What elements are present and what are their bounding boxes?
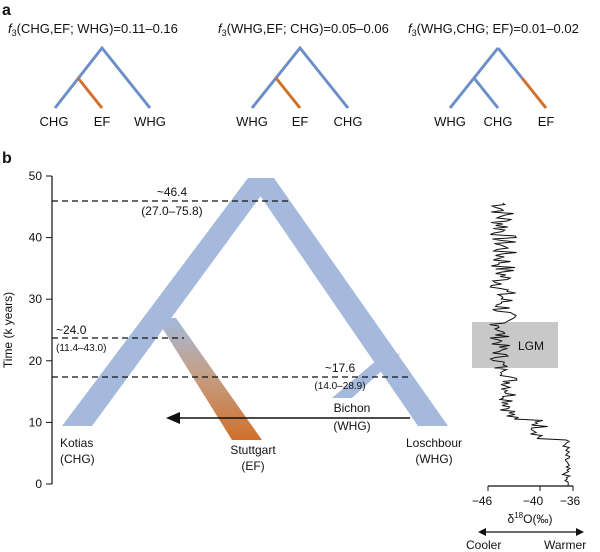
- panel-a-label: a: [2, 2, 11, 19]
- pop-kotias-name: Kotias: [60, 436, 93, 450]
- pop-loschbour-name: Loschbour: [406, 436, 462, 450]
- x-tick-label-3: −36: [560, 494, 581, 508]
- split-ci-24: (11.4–43.0): [56, 343, 106, 354]
- tree-2-outer-branch: [250, 45, 350, 109]
- y-tick-label-50: 50: [29, 169, 43, 183]
- branch-stuttgart: [156, 318, 262, 440]
- y-tick-label-10: 10: [29, 415, 43, 429]
- branch-loschbour: [248, 178, 448, 426]
- split-label-17: ~17.6: [325, 361, 356, 375]
- pop-bichon-name: Bichon: [334, 401, 371, 415]
- tree-1-title: f3(CHG,EF; WHG)=0.11–0.16: [8, 21, 178, 38]
- branch-kotias: [62, 178, 274, 426]
- tree-3-leaf-3: EF: [538, 114, 555, 129]
- climate-panel: LGM −46 −40 −36 δ18O(‰) Cooler Warmer: [466, 202, 586, 552]
- x-tick-label-2: −40: [523, 494, 544, 508]
- warmer-arrow-icon: [576, 528, 584, 536]
- pop-stuttgart-group: (EF): [241, 459, 264, 473]
- x-tick-label-1: −46: [472, 494, 493, 508]
- y-axis-title: Time (k years): [1, 292, 15, 368]
- tree-1-leaf-2: EF: [94, 114, 111, 129]
- pop-bichon-group: (WHG): [333, 419, 370, 433]
- tree-2: f3(WHG,EF; CHG)=0.05–0.06 WHG EF CHG: [218, 21, 389, 129]
- tree-2-ef-branch: [274, 77, 302, 109]
- branch-bichon: [332, 354, 400, 398]
- tree-3-upper-right-branch: [496, 47, 524, 79]
- y-tick-label-40: 40: [29, 231, 43, 245]
- pop-stuttgart-name: Stuttgart: [230, 443, 276, 457]
- tree-1: f3(CHG,EF; WHG)=0.11–0.16 CHG EF WHG: [8, 21, 178, 129]
- tree-1-leaf-1: CHG: [40, 114, 69, 129]
- tree-2-leaf-1: WHG: [236, 114, 268, 129]
- warmer-label: Warmer: [544, 538, 586, 552]
- pop-loschbour-group: (WHG): [415, 452, 452, 466]
- x-axis-title: δ18O(‰): [508, 511, 553, 526]
- y-tick-label-0: 0: [35, 477, 42, 491]
- panel-b-label: b: [2, 150, 12, 167]
- y-tick-label-30: 30: [29, 292, 43, 306]
- tree-3-leaf-2: CHG: [484, 114, 513, 129]
- tree-2-leaf-2: EF: [292, 114, 309, 129]
- lgm-label: LGM: [518, 339, 544, 353]
- y-axis: 0 10 20 30 40 50 Time (k years): [1, 169, 53, 491]
- tree-2-leaf-3: CHG: [334, 114, 363, 129]
- tree-1-leaf-3: WHG: [134, 114, 166, 129]
- gene-flow-arrow: [166, 412, 410, 424]
- lgm-box: [472, 322, 558, 368]
- y-tick-label-20: 20: [29, 354, 43, 368]
- split-label-46: ~46.4: [157, 185, 188, 199]
- d18o-curve: [489, 202, 572, 487]
- split-events: ~46.4 (27.0–75.8) ~24.0 (11.4–43.0) ~17.…: [52, 185, 410, 392]
- split-label-24: ~24.0: [56, 323, 87, 337]
- tree-1-outer-branch: [53, 45, 152, 109]
- tree-3-leaf-1: WHG: [434, 114, 466, 129]
- tree-3-title: f3(WHG,CHG; EF)=0.01–0.02: [408, 21, 579, 38]
- pop-kotias-group: (CHG): [60, 452, 95, 466]
- tree-1-ef-branch: [76, 77, 104, 109]
- population-tree: [62, 178, 448, 440]
- split-ci-46: (27.0–75.8): [141, 204, 202, 218]
- tree-3-chg-branch: [472, 77, 500, 109]
- cooler-label: Cooler: [466, 538, 501, 552]
- split-ci-17: (14.0–28.9): [314, 381, 365, 392]
- tree-3-ef-branch: [520, 77, 548, 109]
- tree-3: f3(WHG,CHG; EF)=0.01–0.02 WHG CHG EF: [408, 21, 579, 129]
- cooler-arrow-icon: [478, 528, 486, 536]
- arrow-head-icon: [166, 412, 180, 424]
- tree-2-title: f3(WHG,EF; CHG)=0.05–0.06: [218, 21, 389, 38]
